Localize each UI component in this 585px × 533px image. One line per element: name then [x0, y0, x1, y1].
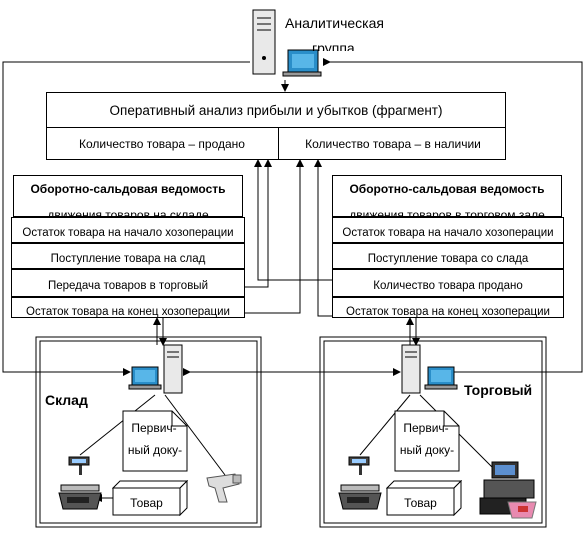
shop-doc-line2: ный доку- — [399, 443, 455, 457]
shop-document-icon — [394, 410, 460, 472]
right-row-2: Поступление товара со слада — [332, 243, 564, 269]
shop-scale-icon — [335, 455, 385, 515]
pos-terminal-icon — [478, 458, 540, 520]
right-end-link — [314, 159, 332, 317]
warehouse-frame-outer — [35, 336, 262, 528]
loop-left-line — [2, 61, 250, 376]
right-sheet-title: Оборотно-сальдовая ведомость — [349, 182, 545, 196]
left-sheet-title: Оборотно-сальдовая ведомость — [30, 182, 226, 196]
left-row-2: Поступление товара на слад — [11, 243, 245, 269]
report-divider — [47, 127, 505, 128]
hq-title-line2: группа — [312, 40, 355, 51]
right-row-1-label: Остаток товара на начало хозоперации — [342, 227, 554, 239]
warehouse-doc-line2: ный доку- — [127, 443, 183, 457]
left-row-2-label: Поступление товара на слад — [50, 253, 206, 265]
shop-frame-inner — [323, 340, 543, 524]
right-row-3: Количество товара продано — [332, 269, 564, 297]
left-row-4: Остаток товара на конец хозоперации — [11, 297, 245, 318]
left-sheet-subtitle: движения товаров на складе — [47, 208, 209, 217]
left-transfer-link — [245, 159, 272, 288]
left-row-1: Остаток товара на начало хозоперации — [11, 217, 245, 243]
left-sheet-header: Оборотно-сальдовая ведомость движения то… — [13, 175, 243, 217]
left-row-3: Передача товаров в торговый — [11, 269, 245, 297]
right-row-3-label: Количество товара продано — [373, 280, 523, 292]
warehouse-frame-inner — [39, 340, 258, 524]
warehouse-doc-line1: Первич- — [131, 421, 177, 435]
hq-computer-icon — [250, 8, 322, 78]
sh-comp-scale-line — [359, 394, 411, 456]
left-row-4-label: Остаток товара на конец хозоперации — [26, 306, 230, 318]
right-sheet-header: Оборотно-сальдовая ведомость движения то… — [332, 175, 562, 217]
left-row-3-label: Передача товаров в торговый — [47, 280, 208, 292]
right-row-4: Остаток товара на конец хозоперации — [332, 297, 564, 318]
warehouse-goods-box — [111, 479, 189, 517]
wh-comp-scanner-line — [164, 394, 226, 476]
shop-frame-outer — [319, 336, 547, 528]
wh-comp-scale-line — [79, 394, 156, 456]
left-row-1-label: Остаток товара на начало хозоперации — [22, 227, 234, 239]
loop-right-line — [323, 58, 583, 373]
shop-goods-label: Товар — [404, 496, 437, 510]
left-end-link — [245, 159, 304, 314]
right-row-1: Остаток товара на начало хозоперации — [332, 217, 564, 243]
report-table: Оперативный анализ прибыли и убытков (фр… — [46, 92, 506, 160]
right-row-2-label: Поступление товара со слада — [367, 253, 529, 265]
warehouse-scale-icon — [55, 455, 105, 515]
barcode-scanner-icon — [205, 472, 247, 504]
right-sold-link — [254, 159, 332, 281]
report-col-divider — [278, 127, 279, 159]
shop-label: Торговый — [464, 382, 533, 398]
shop-goods-box — [385, 479, 463, 517]
warehouse-computer-icon — [128, 343, 188, 395]
warehouse-goods-label: Товар — [130, 496, 163, 510]
report-col-sold: Количество товара – продано — [79, 137, 245, 151]
warehouse-document-icon — [122, 410, 188, 472]
hq-title: Аналитическая — [285, 15, 384, 31]
right-sheet-subtitle: движения товаров в торговом зале — [349, 208, 545, 217]
right-row-4-label: Остаток товара на конец хозоперации — [346, 306, 550, 318]
report-col-stock: Количество товара – в наличии — [305, 137, 481, 151]
shop-computer-icon — [400, 343, 460, 395]
report-title: Оперативный анализ прибыли и убытков (фр… — [109, 103, 443, 118]
warehouse-label: Склад — [45, 392, 88, 408]
shop-doc-line1: Первич- — [403, 421, 449, 435]
